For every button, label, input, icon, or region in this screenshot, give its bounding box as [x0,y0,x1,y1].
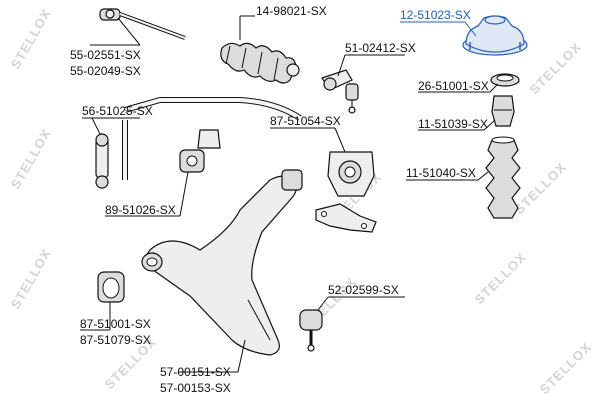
label-control-arm-alt: 57-00153-SX [160,381,231,395]
watermark-right-bottom: STELLOX [537,339,595,397]
label-stab-link-rear: 56-51025-SX [82,104,153,118]
bracket-drawing [315,203,377,233]
bump-stop-drawing [491,95,515,127]
labels: 55-02551-SX 55-02049-SX 14-98021-SX 51-0… [70,4,489,395]
watermark-left-top: STELLOX [8,6,54,71]
label-bearing: 26-51001-SX [418,79,489,93]
stab-bushing-drawing [179,149,205,173]
bearing-drawing [490,73,520,87]
label-arm-bushing-alt: 87-51079-SX [80,333,151,347]
label-steering-boot: 14-98021-SX [256,4,327,18]
steering-boot-drawing [220,42,300,84]
stab-link-front-drawing [321,69,359,114]
watermark-right-top: STELLOX [527,39,585,97]
label-stab-link-front: 51-02412-SX [345,41,416,55]
label-arm-bushing: 87-51001-SX [80,317,151,331]
label-strut-mount: 12-51023-SX [400,8,471,22]
ball-joint-drawing [299,309,323,352]
label-bump-stop: 11-51039-SX [418,117,488,131]
watermark-left-mid: STELLOX [8,126,54,191]
big-bushing-drawing [327,151,375,197]
tie-rod-end-drawing [99,8,186,40]
label-big-bushing: 87-51054-SX [270,114,341,128]
label-stab-bushing: 89-51026-SX [105,203,176,217]
arm-bushing-drawing [97,271,125,303]
watermark-right-low: STELLOX [472,249,530,307]
label-tie-rod-end-alt: 55-02049-SX [70,64,141,78]
label-control-arm: 57-00151-SX [160,365,231,379]
label-boot: 11-51040-SX [406,166,476,180]
leader-lines [80,15,499,373]
label-tie-rod-end: 55-02551-SX [70,48,141,62]
control-arm-drawing [141,169,303,356]
watermark-left-bot: STELLOX [8,246,54,311]
stab-bar-drawing [95,97,302,189]
label-ball-joint: 52-02599-SX [328,283,399,297]
strut-boot-drawing [485,136,521,219]
strut-mount-drawing [462,15,528,56]
